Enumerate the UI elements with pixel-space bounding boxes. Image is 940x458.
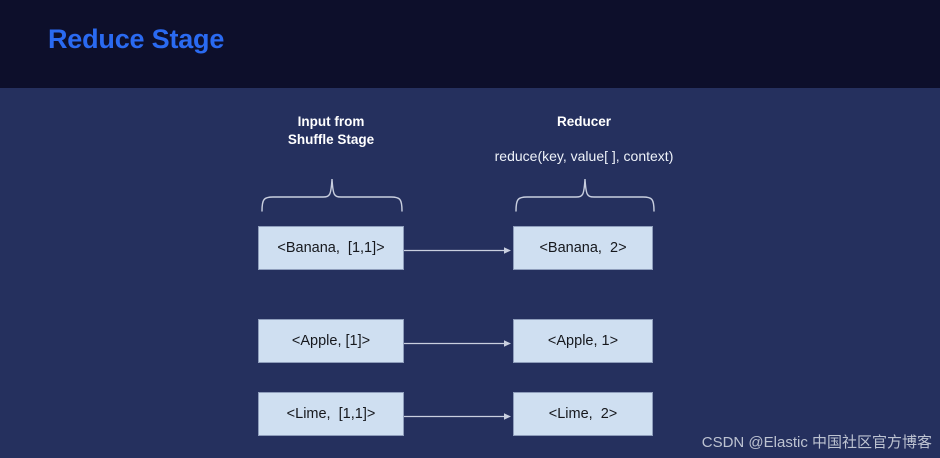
watermark-text: CSDN @Elastic 中国社区官方博客	[701, 434, 932, 451]
reducer-brace-icon	[515, 178, 655, 212]
reducer-column-heading: Reducer	[556, 114, 612, 129]
flow-arrow-icon	[404, 246, 514, 255]
mapping-row: <Banana, [1,1]> <Banana, 2>	[0, 226, 940, 270]
slide-header-bar: Reduce Stage	[0, 0, 940, 88]
output-pair-box: <Banana, 2>	[513, 226, 653, 270]
page-title: Reduce Stage	[48, 24, 225, 54]
mapping-row: <Apple, [1]> <Apple, 1>	[0, 319, 940, 363]
flow-arrow-icon	[404, 339, 514, 348]
diagram-canvas: Input from Shuffle Stage Reducer reduce(…	[0, 88, 940, 458]
input-pair-box: <Lime, [1,1]>	[258, 392, 404, 436]
input-pair-box: <Apple, [1]>	[258, 319, 404, 363]
output-pair-box: <Apple, 1>	[513, 319, 653, 363]
reducer-signature-label: reduce(key, value[ ], context)	[494, 148, 674, 164]
flow-arrow-icon	[404, 412, 514, 421]
input-pair-box: <Banana, [1,1]>	[258, 226, 404, 270]
input-brace-icon	[261, 178, 403, 212]
output-pair-box: <Lime, 2>	[513, 392, 653, 436]
input-column-heading: Input from Shuffle Stage	[287, 114, 375, 147]
mapping-row: <Lime, [1,1]> <Lime, 2>	[0, 392, 940, 436]
